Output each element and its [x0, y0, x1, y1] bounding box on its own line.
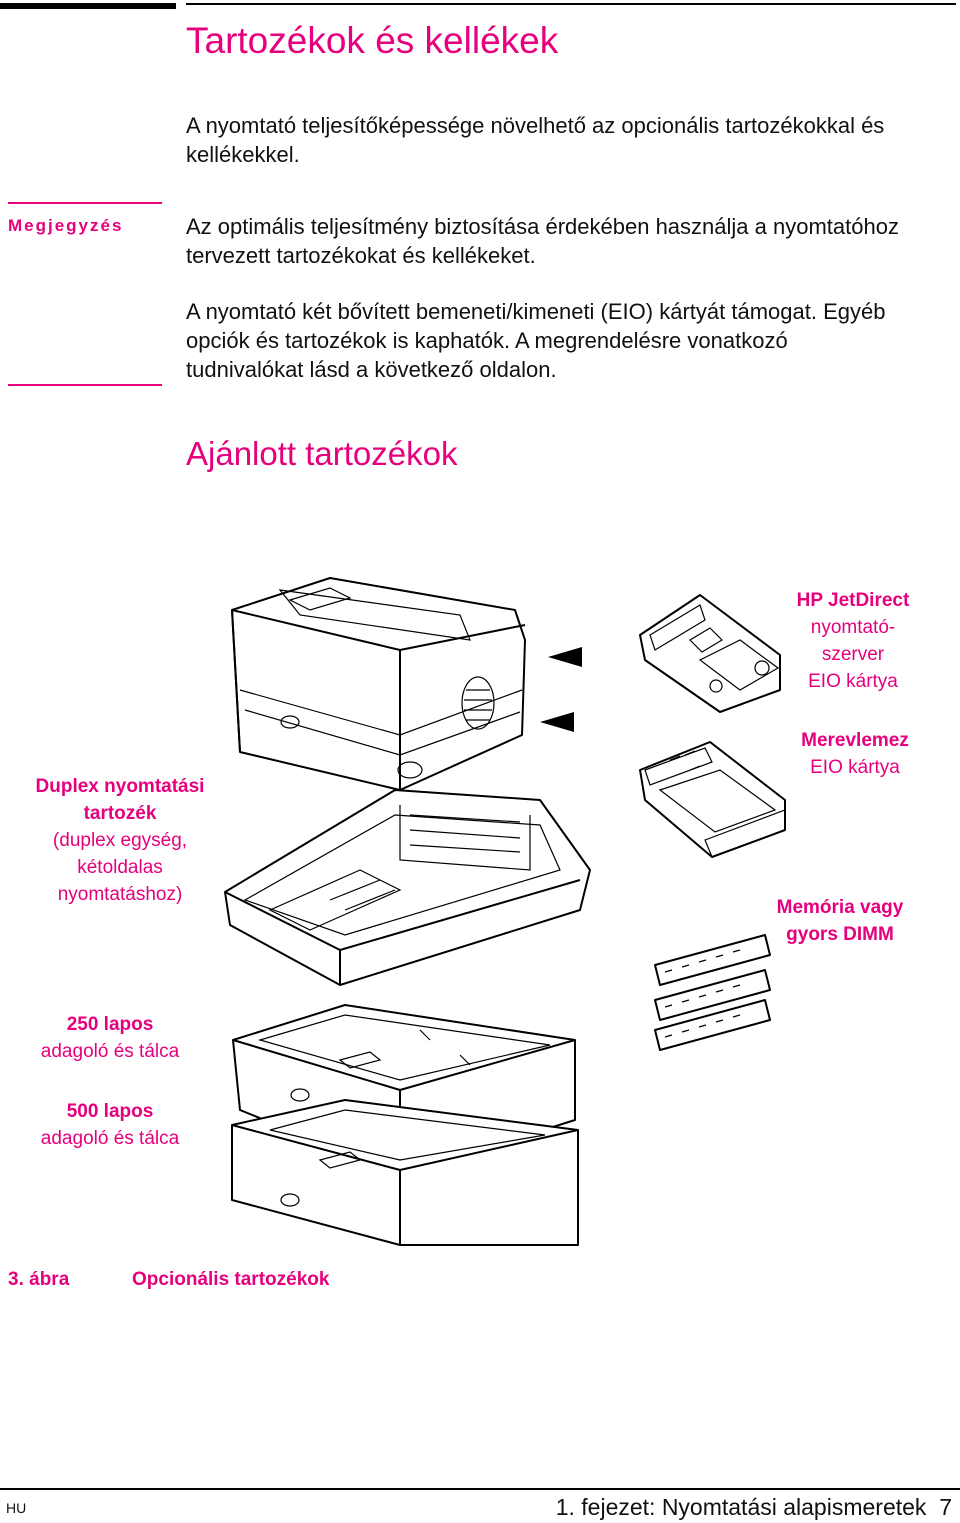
- tray-500-drawing: [231, 1099, 579, 1246]
- memory-dimm-drawing: [654, 934, 771, 1051]
- footer-language: HU: [6, 1500, 27, 1516]
- intro-line: kellékekkel.: [186, 142, 300, 167]
- harddisk-card-drawing: [639, 741, 786, 858]
- note-line: tudnivalókat lásd a következő oldalon.: [186, 357, 557, 382]
- label-duplex-line: tartozék: [83, 803, 157, 824]
- section-title: Ajánlott tartozékok: [186, 435, 458, 472]
- note-rule-top: [8, 202, 162, 204]
- label-duplex-line: Duplex nyomtatási: [35, 776, 205, 797]
- intro-line: A nyomtató teljesítőképessége növelhető …: [186, 113, 885, 138]
- pointer-arrows: [540, 647, 582, 732]
- label-tray-250: 250 lapos adagoló és tálca: [20, 1011, 200, 1065]
- label-line: (duplex egység,: [52, 830, 188, 851]
- jetdirect-card-drawing: [639, 594, 781, 713]
- label-duplex: Duplex nyomtatási tartozék (duplex egysé…: [20, 773, 220, 908]
- footer-rule: [0, 1488, 960, 1490]
- printer-drawing: [231, 577, 526, 791]
- label-tray-500-title: 500 lapos: [66, 1101, 154, 1122]
- note-line: A nyomtató két bővített bemeneti/kimenet…: [186, 299, 886, 324]
- intro-paragraph: A nyomtató teljesítőképessége növelhető …: [186, 111, 956, 169]
- header-rule-right: [186, 3, 956, 5]
- duplex-drawing: [224, 789, 591, 986]
- label-jetdirect-title: HP JetDirect: [796, 590, 910, 611]
- note-line: opciók és tartozékok is kaphatók. A megr…: [186, 328, 788, 353]
- label-memory-line: gyors DIMM: [786, 924, 894, 945]
- label-line: nyomtató-: [810, 617, 896, 638]
- label-line: szerver: [821, 644, 885, 665]
- footer-chapter: 1. fejezet: Nyomtatási alapismeretek 7: [555, 1494, 952, 1520]
- note-paragraph-1: Az optimális teljesítmény biztosítása ér…: [186, 212, 956, 270]
- label-tray-500: 500 lapos adagoló és tálca: [20, 1098, 200, 1152]
- label-harddisk: Merevlemez EIO kártya: [775, 727, 935, 781]
- label-memory-line: Memória vagy: [776, 897, 904, 918]
- page-title: Tartozékok és kellékek: [186, 20, 559, 61]
- note-line: Az optimális teljesítmény biztosítása ér…: [186, 214, 899, 239]
- label-memory: Memória vagy gyors DIMM: [760, 894, 920, 948]
- note-paragraph-2: A nyomtató két bővített bemeneti/kimenet…: [186, 297, 956, 384]
- label-jetdirect: HP JetDirect nyomtató- szerver EIO kárty…: [772, 587, 934, 695]
- label-line: adagoló és tálca: [40, 1041, 180, 1062]
- label-tray-250-title: 250 lapos: [66, 1014, 154, 1035]
- note-label: Megjegyzés: [8, 216, 124, 235]
- label-line: kétoldalas: [77, 857, 163, 878]
- note-line: tervezett tartozékokat és kellékeket.: [186, 243, 536, 268]
- label-line: EIO kártya: [810, 757, 900, 778]
- note-rule-bottom: [8, 384, 162, 386]
- figure-caption-number: 3. ábra: [8, 1269, 70, 1290]
- label-harddisk-title: Merevlemez: [801, 730, 909, 751]
- label-line: nyomtatáshoz): [57, 884, 183, 905]
- label-line: adagoló és tálca: [40, 1128, 180, 1149]
- label-line: EIO kártya: [808, 671, 898, 692]
- figure-caption-title: Opcionális tartozékok: [132, 1269, 330, 1290]
- header-rule-left: [0, 3, 176, 9]
